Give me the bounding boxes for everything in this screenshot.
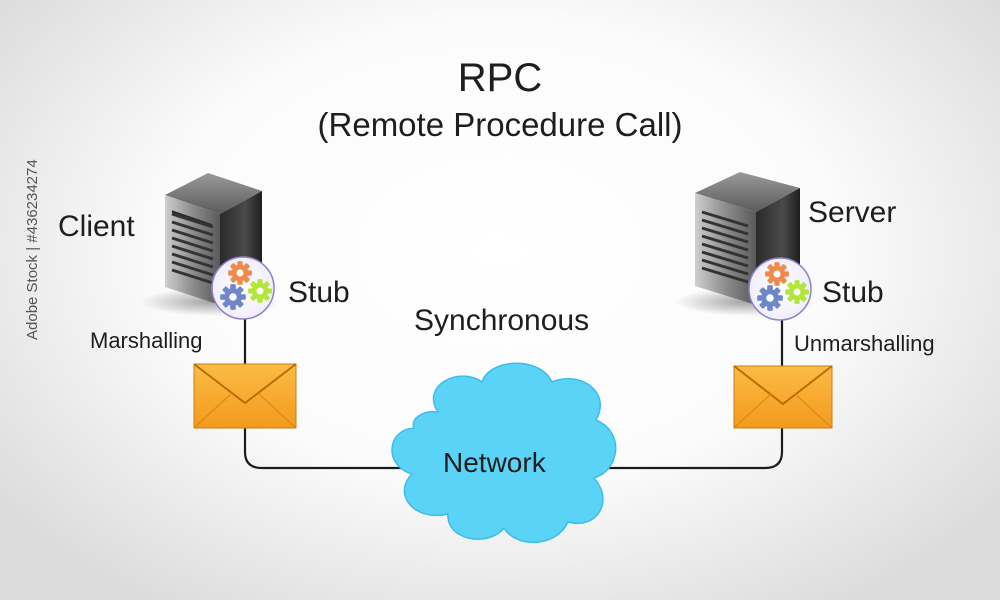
client-stub-gears-icon	[211, 256, 275, 320]
stock-watermark-text: Adobe Stock | #436234274	[24, 159, 41, 340]
server-stub-gears-icon	[748, 257, 812, 321]
unmarshalling-label: Unmarshalling	[794, 331, 935, 356]
server-stub-label: Stub	[822, 276, 884, 309]
network-cloud-icon	[391, 362, 617, 543]
diagram-subtitle: (Remote Procedure Call)	[317, 106, 683, 143]
client-label: Client	[58, 210, 135, 243]
marshalling-label: Marshalling	[90, 328, 203, 353]
synchronous-label: Synchronous	[414, 304, 590, 337]
diagram-title: RPC	[457, 56, 543, 100]
connector-lines	[243, 310, 784, 470]
client-stub-label: Stub	[288, 276, 350, 309]
network-label: Network	[443, 447, 546, 478]
client-envelope-icon	[193, 363, 297, 429]
server-label: Server	[808, 196, 897, 229]
server-envelope-icon	[733, 365, 833, 429]
